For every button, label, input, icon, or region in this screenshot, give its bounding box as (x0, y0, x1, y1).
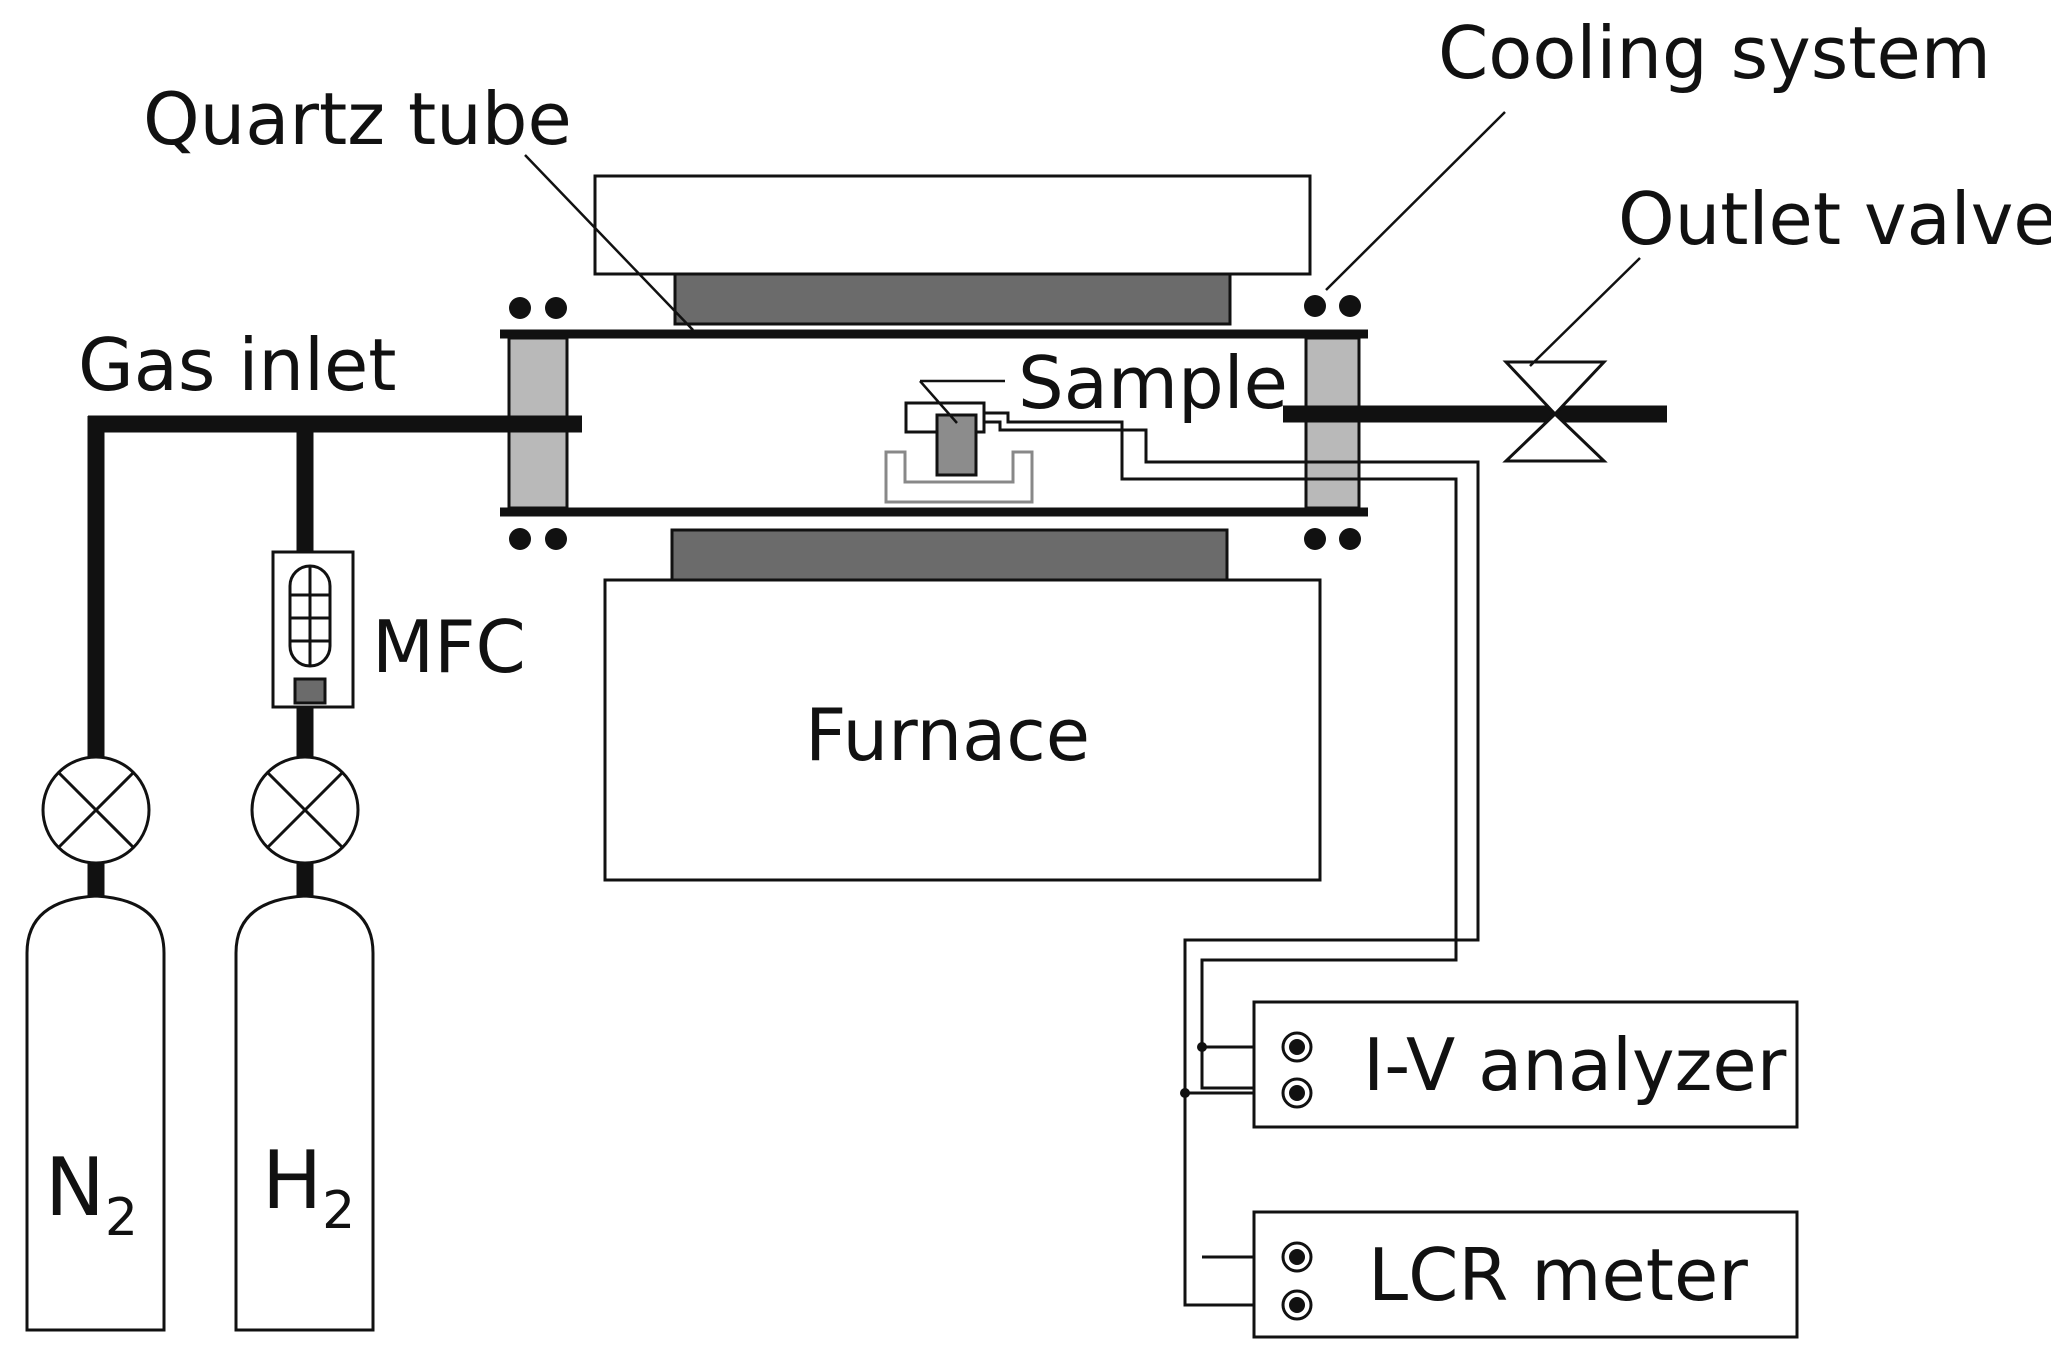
n2-valve-cross (57, 771, 135, 849)
iv-terminal-core (1289, 1039, 1305, 1055)
n2-subscript: 2 (105, 1188, 138, 1248)
wire-junction (1180, 1088, 1190, 1098)
upper-heater (673, 272, 1232, 326)
iv-analyzer-label: I-V analyzer (1363, 1023, 1787, 1107)
cooling-dot (1339, 528, 1361, 550)
h2-symbol: H (262, 1134, 322, 1227)
cooling-coil-dots (509, 295, 1361, 550)
n2-symbol: N (45, 1141, 105, 1234)
sample-assembly (884, 379, 1034, 504)
cooling-dot (509, 528, 531, 550)
gas-inlet-label: Gas inlet (78, 323, 396, 407)
cooling-dot (545, 528, 567, 550)
h2-valve-cross (266, 771, 344, 849)
outlet-valve (1502, 360, 1608, 463)
sample-piece (935, 413, 978, 477)
signal-wire-outer (984, 411, 1458, 1090)
mfc (271, 550, 355, 709)
cooling-dot (1304, 528, 1326, 550)
iv-analyzer: I-V analyzer (1252, 1000, 1799, 1129)
lcr-meter-box (1252, 1210, 1799, 1339)
cooling-system-leader (1325, 111, 1506, 291)
iv-terminal-core (1289, 1085, 1305, 1101)
lower-heater (670, 528, 1229, 582)
outlet-valve-lower-triangle (1502, 411, 1608, 463)
quartz-tube-label: Quartz tube (143, 77, 572, 161)
sample-label: Sample (1018, 341, 1288, 425)
sample-holder (884, 450, 1034, 504)
signal-wire-inner (984, 420, 1480, 1307)
lcr-meter-label: LCR meter (1368, 1233, 1748, 1317)
furnace-box (603, 578, 1322, 882)
h2-cylinder-label: H2 (262, 1134, 355, 1241)
h2-cylinder (234, 894, 375, 1332)
quartz-tube-leader (524, 154, 694, 331)
outlet-valve-leader (1529, 257, 1641, 367)
lcr-terminal-core (1289, 1249, 1305, 1265)
h2-subscript: 2 (322, 1181, 355, 1241)
lcr-terminal-core (1289, 1297, 1305, 1313)
n2-cylinder (25, 894, 166, 1332)
n2-cylinder-label: N2 (45, 1141, 138, 1248)
lcr-meter: LCR meter (1252, 1210, 1799, 1339)
outlet-valve-upper-triangle (1502, 360, 1608, 417)
gas-lines (87, 415, 582, 900)
n2-valve (41, 755, 151, 865)
furnace-upper-block (593, 174, 1312, 276)
sample-leader-diagonal (919, 380, 958, 424)
mfc-knob (293, 677, 327, 705)
cooling-dot (509, 297, 531, 319)
furnace-label: Furnace (805, 693, 1090, 777)
cooling-dot (1304, 295, 1326, 317)
iv-analyzer-box (1252, 1000, 1799, 1129)
wire-junction (1197, 1042, 1207, 1052)
cooling-dot (1339, 295, 1361, 317)
outlet-valve-label: Outlet valve (1618, 177, 2051, 261)
mfc-label: MFC (372, 605, 526, 689)
cooling-system-label: Cooling system (1438, 11, 1991, 95)
cooling-dot (545, 297, 567, 319)
right-flange (1304, 336, 1361, 510)
h2-valve (250, 755, 360, 865)
